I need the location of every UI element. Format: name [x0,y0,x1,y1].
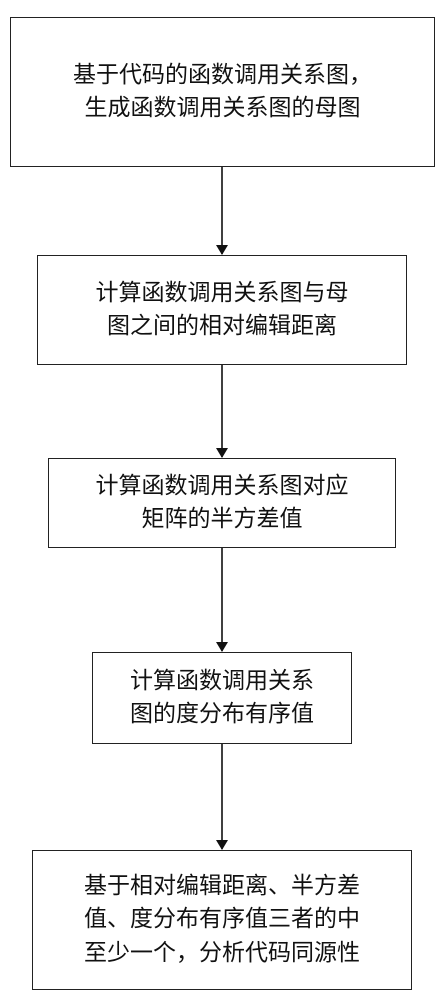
step-1-box: 基于代码的函数调用关系图， 生成函数调用关系图的母图 [10,17,435,167]
step-2-text: 计算函数调用关系图与母 图之间的相对编辑距离 [90,277,355,344]
step-5-box: 基于相对编辑距离、半方差 值、度分布有序值三者的中 至少一个，分析代码同源性 [32,850,412,990]
step-5-line-1: 基于相对编辑距离、半方差 [84,872,360,899]
step-1-text: 基于代码的函数调用关系图， 生成函数调用关系图的母图 [67,59,378,126]
step-2-box: 计算函数调用关系图与母 图之间的相对编辑距离 [37,255,407,365]
step-3-text: 计算函数调用关系图对应 矩阵的半方差值 [90,470,355,537]
step-5-text: 基于相对编辑距离、半方差 值、度分布有序值三者的中 至少一个，分析代码同源性 [74,870,370,970]
step-2-line-2: 图之间的相对编辑距离 [107,313,337,339]
step-2-line-1: 计算函数调用关系图与母 [95,279,349,306]
step-3-line-1: 计算函数调用关系图对应 [95,472,349,499]
step-1-line-2: 生成函数调用关系图的母图 [84,95,361,121]
step-1-line-1: 基于代码的函数调用关系图， [73,61,372,88]
step-4-text: 计算函数调用关系 图的度分布有序值 [124,665,320,732]
step-3-box: 计算函数调用关系图对应 矩阵的半方差值 [48,458,396,548]
step-4-box: 计算函数调用关系 图的度分布有序值 [92,652,352,744]
step-4-line-2: 图的度分布有序值 [130,701,314,727]
step-5-line-3: 至少一个，分析代码同源性 [84,939,360,966]
step-3-line-2: 矩阵的半方差值 [141,506,303,532]
step-4-line-1: 计算函数调用关系 [130,667,314,694]
step-5-line-2: 值、度分布有序值三者的中 [84,906,360,933]
